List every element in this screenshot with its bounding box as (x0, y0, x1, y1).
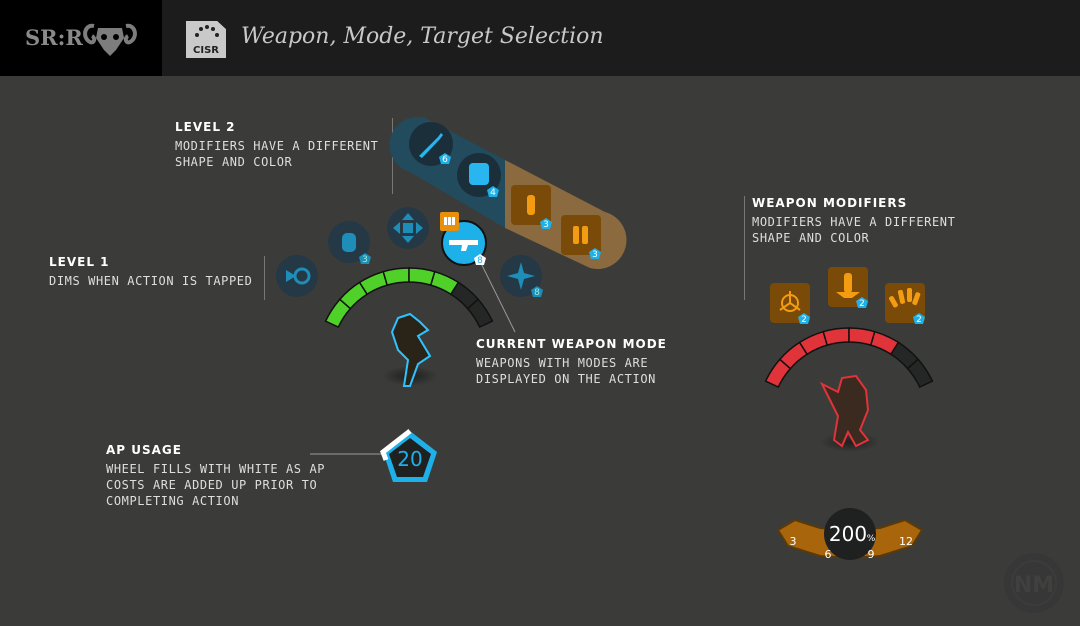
fist-icon (469, 163, 489, 185)
level2-action-fist[interactable]: 4 (457, 153, 501, 198)
level1-title: LEVEL 1 (49, 255, 110, 269)
svg-text:2: 2 (916, 315, 922, 325)
level2-body: MODIFIERS HAVE A DIFFERENT SHAPE AND COL… (175, 139, 379, 169)
svg-text:3: 3 (592, 250, 598, 260)
full-auto-icon (889, 288, 921, 308)
ap-usage-body: WHEEL FILLS WITH WHITE AS AP COSTS ARE A… (106, 462, 326, 508)
reload-icon (286, 267, 311, 285)
player-ap-bar (324, 267, 494, 329)
current-mode-badge[interactable] (440, 212, 459, 231)
svg-text:CISR: CISR (193, 45, 219, 56)
hit-tick: 6 (825, 548, 832, 561)
assault-rifle-icon (449, 240, 478, 251)
player-character (382, 312, 438, 387)
nm-watermark-logo: NM (1004, 553, 1064, 613)
burst-ammo-icon (444, 217, 455, 225)
single-bullet-icon (527, 195, 535, 215)
hit-tick: 12 (899, 535, 913, 548)
modifier-suppress[interactable]: 2 (770, 283, 810, 325)
level1-action-reload[interactable] (276, 255, 318, 297)
weapon-modifiers-body: MODIFIERS HAVE A DIFFERENT SHAPE AND COL… (752, 215, 956, 245)
level1-action-grenade[interactable]: 3 (328, 221, 371, 265)
level1-action-move[interactable] (387, 207, 429, 249)
current-mode-body: WEAPONS WITH MODES ARE DISPLAYED ON THE … (476, 356, 656, 386)
level1-body: DIMS WHEN ACTION IS TAPPED (49, 274, 253, 288)
level2-action-double-bullet[interactable]: 3 (561, 215, 601, 260)
current-mode-title: CURRENT WEAPON MODE (476, 337, 667, 351)
modifier-called-shot[interactable]: 2 (828, 267, 868, 309)
level2-action-knife[interactable]: 6 (409, 122, 453, 166)
hit-chance-value: 200 (829, 522, 867, 546)
ap-usage-title: AP USAGE (106, 443, 182, 457)
suppress-icon (779, 291, 801, 312)
level1-divider (264, 256, 265, 300)
knife-icon (419, 133, 443, 158)
enemy-health-bar (764, 327, 934, 389)
enemy-character (819, 374, 880, 452)
page-title: Weapon, Mode, Target Selection (241, 24, 604, 49)
level2-title: LEVEL 2 (175, 120, 236, 134)
svg-text:NM: NM (1014, 573, 1054, 598)
bar-segment (822, 327, 850, 347)
hit-chance-gauge: 200 % 3 6 9 12 (776, 508, 924, 561)
svg-text:8: 8 (477, 256, 483, 266)
svg-text:6: 6 (442, 155, 448, 165)
called-shot-icon (836, 273, 860, 298)
double-bullet-icon (573, 226, 588, 244)
ap-counter: 20 (380, 429, 437, 482)
svg-text:2: 2 (801, 315, 807, 325)
brand-text: SR:R (25, 25, 83, 50)
svg-text:3: 3 (543, 220, 549, 230)
svg-text:2: 2 (859, 299, 865, 309)
bar-segment (906, 358, 934, 389)
svg-text:8: 8 (534, 288, 540, 298)
bar-segment (466, 298, 494, 329)
svg-text:%: % (867, 534, 876, 544)
grenade-icon (342, 233, 356, 252)
hit-tick: 9 (868, 548, 875, 561)
spell-burst-icon (507, 262, 535, 290)
move-icon (393, 213, 423, 243)
cisr-icon: CISR (186, 21, 226, 58)
weapon-modifiers-title: WEAPON MODIFIERS (752, 196, 908, 210)
weapon-modifiers-divider (744, 196, 745, 300)
level1-action-spell[interactable]: 8 (500, 255, 543, 298)
level1-action-assault-rifle[interactable]: 8 (441, 220, 487, 266)
brand-block: SR:R (0, 0, 162, 76)
bar-segment (382, 267, 410, 287)
modifier-full-auto[interactable]: 2 (885, 283, 925, 325)
ram-skull-icon (83, 23, 137, 56)
hit-tick: 3 (790, 535, 797, 548)
level2-action-single-bullet[interactable]: 3 (511, 185, 552, 230)
ap-counter-value: 20 (397, 447, 422, 471)
top-bar (0, 0, 1080, 76)
svg-text:4: 4 (490, 188, 496, 198)
svg-text:3: 3 (362, 255, 368, 265)
